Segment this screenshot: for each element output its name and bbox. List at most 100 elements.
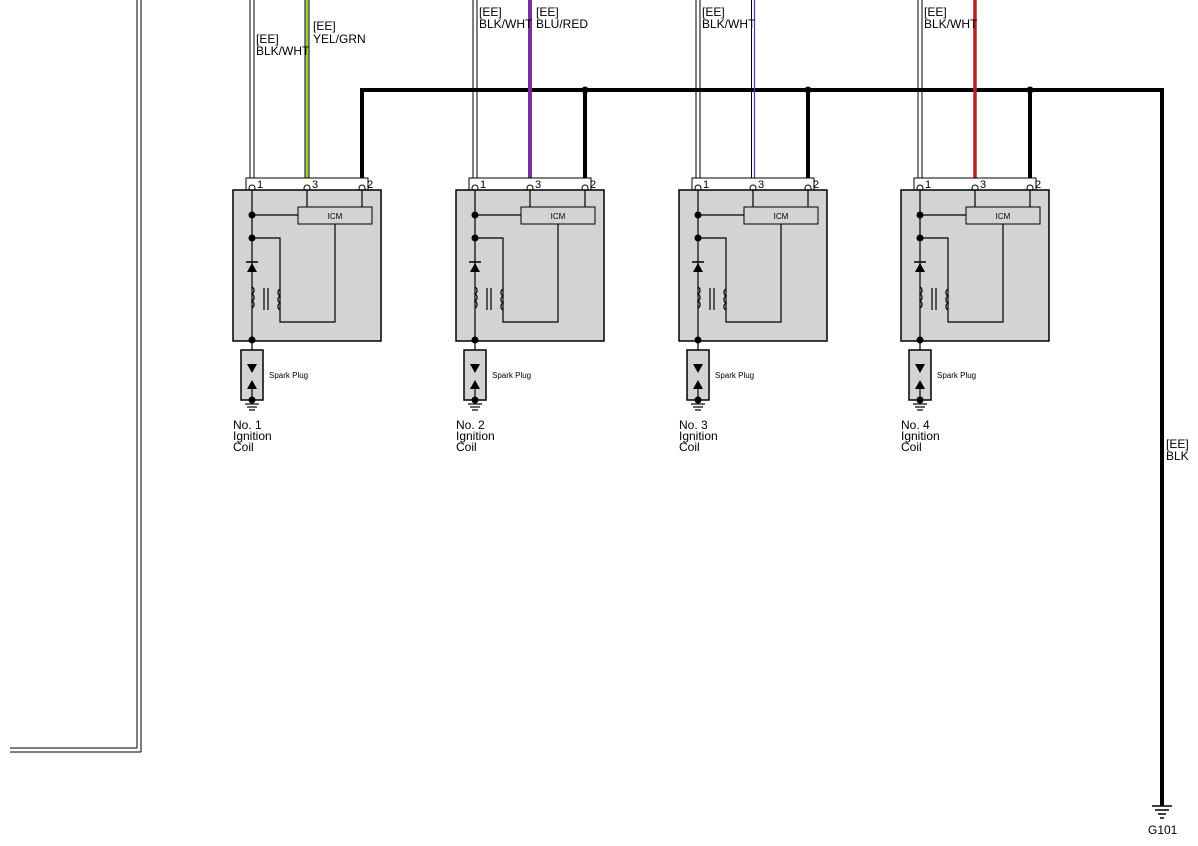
diode-icon [247,263,257,272]
bus-junction-dot [1026,86,1034,94]
pin-number: 2 [367,179,373,191]
coil-name-line: Coil [233,440,254,454]
junction-dot [916,396,924,404]
pin-number: 2 [813,179,819,191]
spark-gap-icon [247,380,257,389]
spark-plug-label: Spark Plug [715,371,754,380]
junction-dot [471,396,479,404]
signal-wire-connector: [EE] [313,19,336,33]
pin-number: 1 [257,179,263,191]
spark-gap-icon [247,364,257,373]
power-wire-connector: [EE] [702,5,725,19]
spark-gap-icon [693,380,703,389]
power-wire-color: BLK/WHT [924,17,978,31]
ground-point-label: G101 [1148,823,1178,837]
icm-label: ICM [551,212,566,221]
junction-dot [471,211,479,219]
ground-icon [245,403,259,411]
ground-icon [691,403,705,411]
pin-number: 1 [703,179,709,191]
internal-wire [920,224,1004,323]
junction-dot [916,211,924,219]
diode-icon [693,263,703,272]
spark-gap-icon [470,364,480,373]
transformer-icon [696,286,728,311]
ground-icon [913,403,927,411]
coil-name-line: Ignition [901,429,940,443]
pin-number: 2 [590,179,596,191]
transformer-icon [250,286,282,311]
ground-wire-color: BLK [1166,449,1189,463]
junction-dot [694,211,702,219]
junction-dot [471,234,479,242]
transformer-icon [918,286,950,311]
signal-wire-color: YEL/GRN [313,32,366,46]
diode-icon [915,263,925,272]
spark-gap-icon [470,380,480,389]
coil-name-line: Ignition [456,429,495,443]
spark-gap-icon [915,380,925,389]
internal-wire [252,224,336,323]
internal-wire [698,224,782,323]
icm-label: ICM [328,212,343,221]
icm-label: ICM [774,212,789,221]
spark-gap-icon [693,364,703,373]
pin-number: 2 [1035,179,1041,191]
junction-dot [248,396,256,404]
coil-name-line: Coil [679,440,700,454]
coil-name-line: Coil [901,440,922,454]
diode-icon [470,263,480,272]
harness-frame [10,0,142,753]
junction-dot [248,234,256,242]
junction-dot [694,234,702,242]
junction-dot [471,336,479,344]
power-wire-connector: [EE] [924,5,947,19]
pin-number: 3 [535,179,541,191]
coil-name-line: No. 1 [233,418,262,432]
junction-dot [248,336,256,344]
bus-junction-dot [804,86,812,94]
ground-icon [1152,805,1172,819]
junction-dot [694,396,702,404]
ground-wire-label: [EE] BLK [1166,437,1189,463]
pin-number: 3 [980,179,986,191]
transformer-icon [473,286,505,311]
ground-wire-connector: [EE] [1166,437,1189,451]
pin-number: 1 [925,179,931,191]
coil-name-line: No. 3 [679,418,708,432]
spark-plug-label: Spark Plug [492,371,531,380]
power-wire-connector: [EE] [479,5,502,19]
coil-name-line: No. 4 [901,418,930,432]
power-wire-color: BLK/WHT [702,17,756,31]
signal-wire-connector: [EE] [536,5,559,19]
coil-name-line: No. 2 [456,418,485,432]
coil-name-line: Ignition [679,429,718,443]
junction-dot [916,336,924,344]
icm-label: ICM [996,212,1011,221]
pin-number: 3 [312,179,318,191]
spark-plug-label: Spark Plug [269,371,308,380]
spark-gap-icon [915,364,925,373]
junction-dot [248,211,256,219]
junction-dot [916,234,924,242]
signal-wire-color: BLU/RED [536,17,588,31]
internal-wire [475,224,559,323]
bus-junction-dot [581,86,589,94]
coil-name-line: Ignition [233,429,272,443]
ground-icon [468,403,482,411]
spark-plug-label: Spark Plug [937,371,976,380]
junction-dot [694,336,702,344]
coil-name-line: Coil [456,440,477,454]
pin-number: 1 [480,179,486,191]
ground-bus [360,86,1164,806]
power-wire-color: BLK/WHT [256,44,310,58]
pin-number: 3 [758,179,764,191]
power-wire-connector: [EE] [256,32,279,46]
power-wire-color: BLK/WHT [479,17,533,31]
